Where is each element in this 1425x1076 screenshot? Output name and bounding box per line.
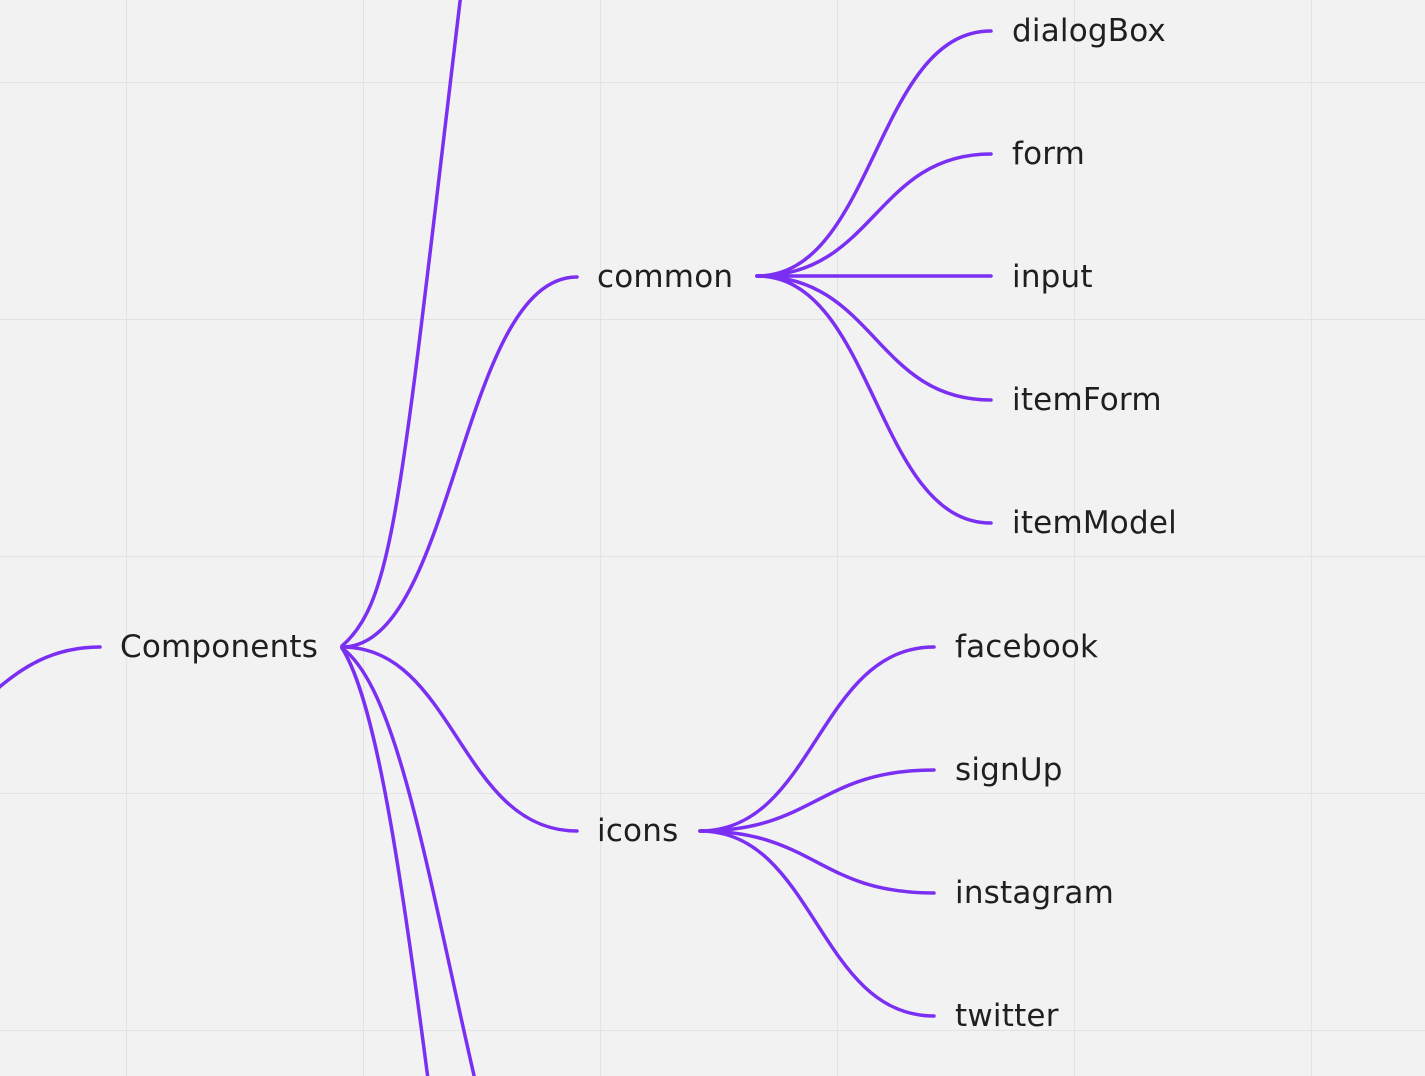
node-form[interactable]: form	[1012, 136, 1086, 172]
connector-parent-to-components	[0, 645, 102, 689]
connector-components-offscreen-bottom-1	[340, 646, 430, 1076]
node-common[interactable]: common	[597, 259, 734, 295]
node-itemmodel[interactable]: itemModel	[1012, 505, 1177, 541]
connector-icons-to-twitter	[698, 829, 936, 1018]
connector-common-to-dialogbox	[755, 29, 993, 278]
connector-icons-to-facebook	[698, 645, 936, 833]
node-twitter[interactable]: twitter	[955, 998, 1059, 1034]
connector-common-to-form	[755, 152, 993, 278]
node-input[interactable]: input	[1012, 259, 1093, 295]
node-instagram[interactable]: instagram	[955, 875, 1114, 911]
connector-common-to-itemmodel	[755, 274, 993, 525]
node-components[interactable]: Components	[120, 629, 319, 665]
connector-components-offscreen-bottom-2	[340, 646, 476, 1076]
connector-components-offscreen-top	[340, 0, 462, 648]
connector-components-to-icons	[340, 645, 579, 833]
node-itemform[interactable]: itemForm	[1012, 382, 1162, 418]
connector-common-to-itemform	[755, 274, 993, 402]
connector-icons-to-signup	[698, 768, 936, 833]
connector-icons-to-instagram	[698, 829, 936, 895]
node-dialogbox[interactable]: dialogBox	[1012, 13, 1166, 49]
node-facebook[interactable]: facebook	[955, 629, 1099, 665]
node-icons[interactable]: icons	[597, 813, 679, 849]
node-signup[interactable]: signUp	[955, 752, 1063, 788]
connector-components-to-common	[340, 275, 579, 649]
